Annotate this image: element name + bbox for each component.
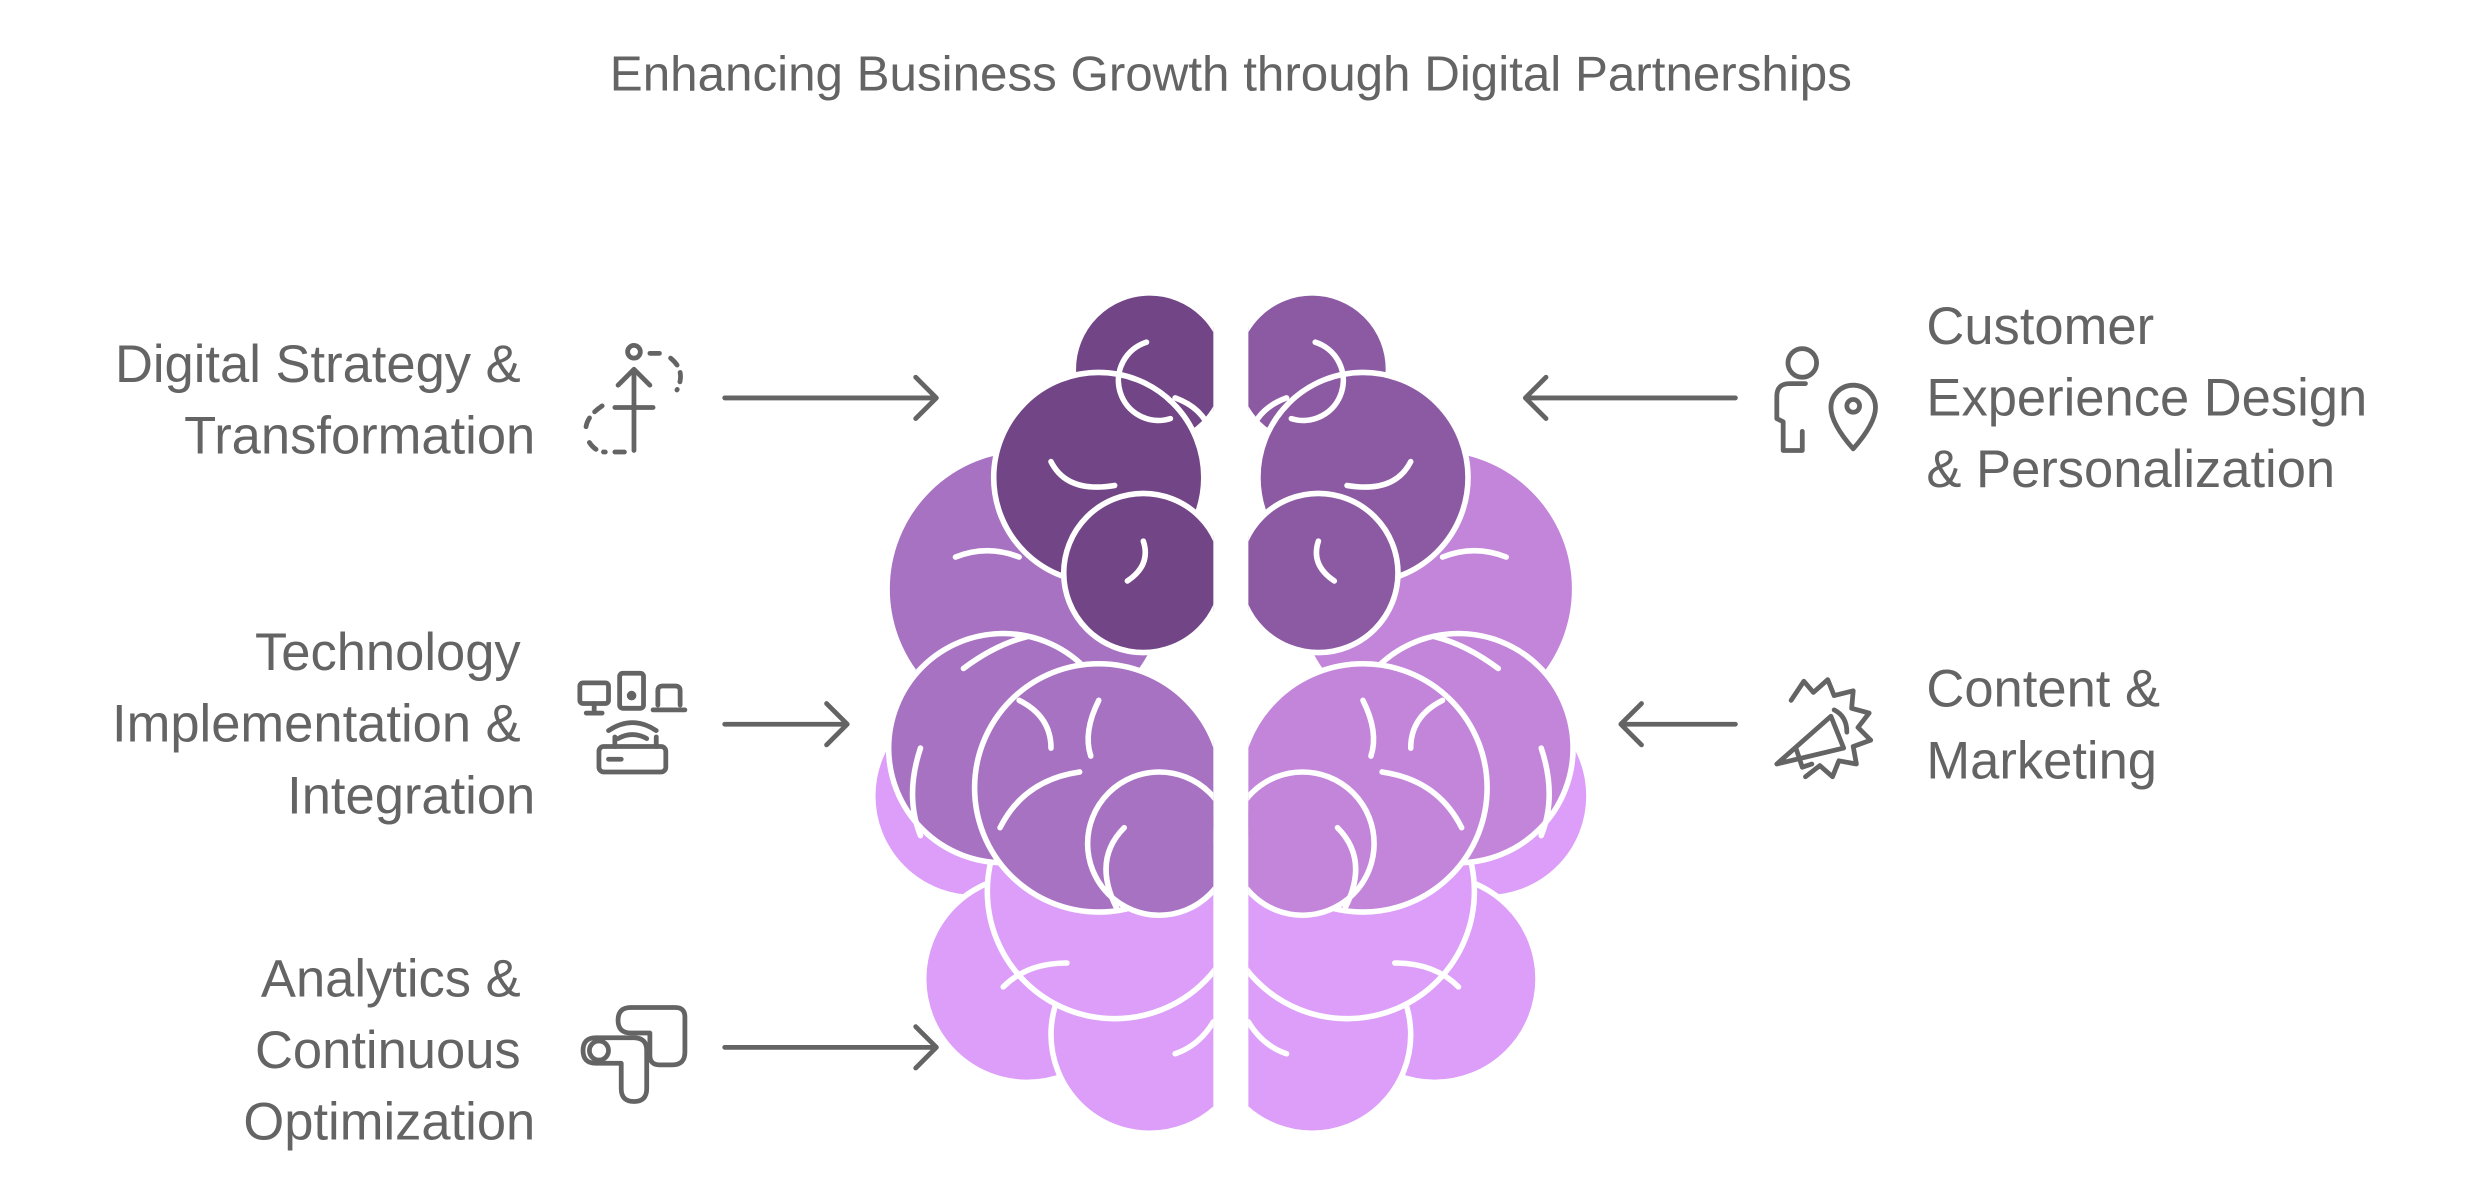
brain-left-folds [909,339,1214,1057]
item-content-marketing: Content & Marketing [1618,660,2174,791]
diagram-title: Enhancing Business Growth through Digita… [610,47,1852,102]
item-label: Customer Experience Design & Personaliza… [1926,297,2381,499]
arrow-left-icon [1618,701,1738,748]
arrow-right-icon [722,374,939,422]
item-label: Digital Strategy & Transformation [115,335,535,466]
item-label: Analytics & Continuous Optimization [243,949,535,1151]
pipeline-icon [580,1005,688,1104]
item-technology-implementation: Technology Implementation & Integration [112,623,850,825]
brain-right-folds [1248,339,1552,1057]
item-digital-strategy: Digital Strategy & Transformation [115,335,939,466]
arrow-right-icon [722,1024,939,1071]
item-customer-experience: Customer Experience Design & Personaliza… [1522,297,2381,499]
megaphone-icon [1774,677,1874,780]
item-label: Technology Implementation & Integration [112,623,535,825]
arrow-left-icon [1522,374,1738,422]
arrow-right-icon [722,701,850,748]
brain-left-dark-region [990,290,1214,656]
person-location-icon [1774,346,1878,453]
brain-right-hemisphere [1248,290,1592,1137]
brain-left-hemisphere [869,290,1214,1137]
strategy-growth-icon [583,343,683,455]
item-label: Content & Marketing [1926,660,2174,791]
brain-right-mid-region [1248,446,1578,918]
devices-router-icon [577,670,688,775]
item-analytics-optimization: Analytics & Continuous Optimization [243,949,939,1152]
